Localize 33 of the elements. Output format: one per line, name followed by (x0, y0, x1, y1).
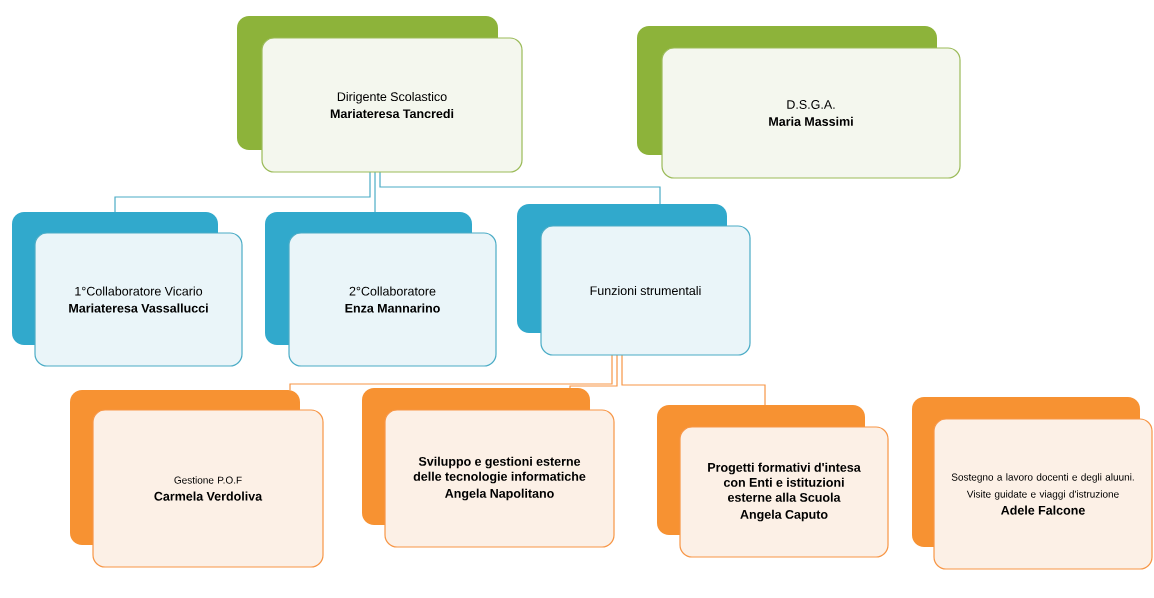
role-title: D.S.G.A. (787, 100, 835, 109)
org-card (362, 388, 615, 548)
person-name: Enza Mannarino (345, 303, 440, 313)
role-title: Sostegno a lavoro docenti e degli aluuni. (951, 473, 1134, 483)
person-name: Angela Napolitano (445, 488, 554, 501)
person-name: Maria Massimi (769, 116, 853, 126)
org-card (237, 16, 523, 173)
person-name: Mariateresa Vassallucci (69, 303, 208, 313)
connector-line (114, 171, 371, 213)
org-card (265, 212, 497, 367)
connector-line (374, 171, 376, 213)
person-name: Carmela Verdoliva (154, 491, 263, 501)
connector-line (289, 354, 613, 391)
person-name: Adele Falcone (1001, 505, 1085, 515)
role-title: Progetti formativi d'intesa con Enti e istituzioni esterne alla Scuola (708, 462, 861, 502)
role-title: Visite guidate e viaggi d'istruzione (966, 490, 1119, 500)
org-card (637, 26, 961, 179)
org-card (12, 212, 243, 367)
connector-line (379, 171, 661, 205)
person-name: Angela Caputo (740, 509, 828, 522)
org-card (912, 397, 1153, 570)
connector-line (621, 354, 766, 406)
role-title: Gestione P.O.F (174, 476, 242, 484)
role-title: 2°Collaboratore (349, 286, 436, 296)
role-title: Funzioni strumentali (590, 285, 701, 296)
role-title: Sviluppo e gestioni esterne delle tecnologie informatiche (413, 456, 586, 484)
org-card (70, 390, 324, 568)
role-title: 1°Collaboratore Vicario (75, 286, 203, 296)
org-card (657, 405, 889, 558)
role-title: Dirigente Scolastico (337, 91, 447, 104)
connector-line (569, 354, 618, 389)
person-name: Mariateresa Tancredi (330, 108, 454, 119)
org-card (517, 204, 751, 356)
